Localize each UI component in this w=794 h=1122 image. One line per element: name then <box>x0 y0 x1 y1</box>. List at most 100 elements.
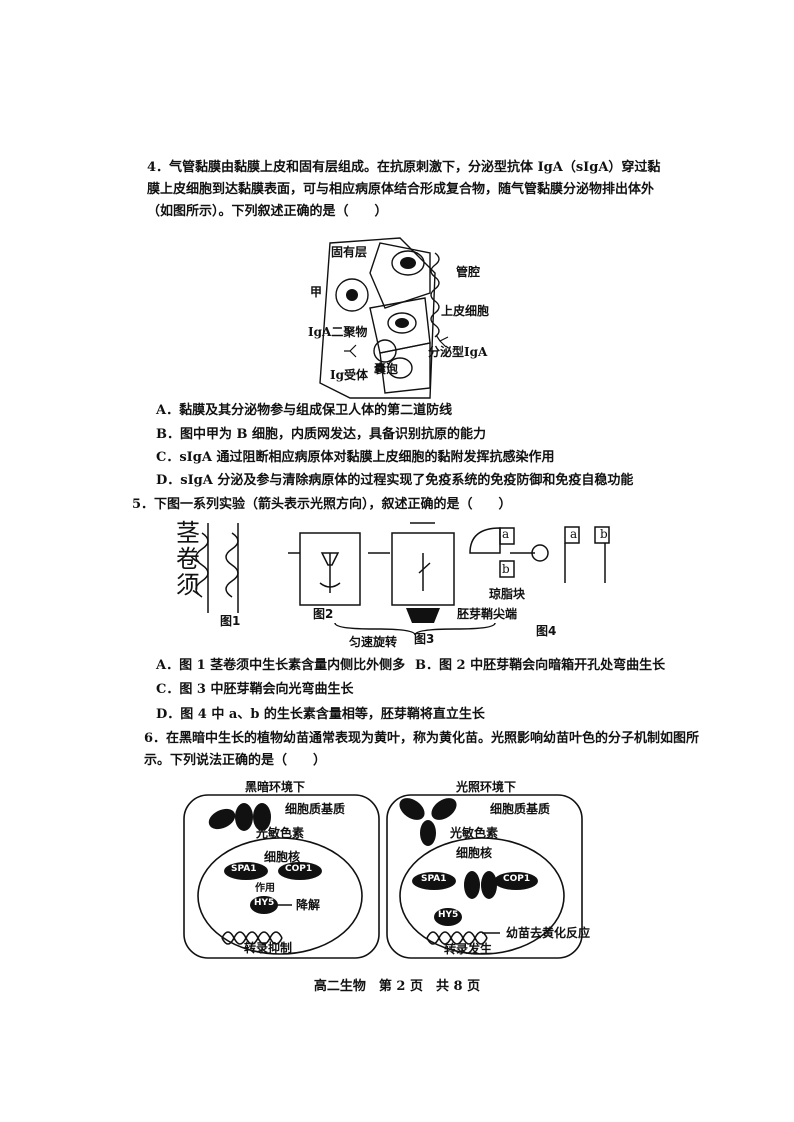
dark-box-fig3 <box>391 532 455 606</box>
nucleus-light <box>399 837 565 955</box>
dark-box-fig2 <box>299 532 361 606</box>
label-secretory-iga: 分泌型IgA <box>428 345 488 359</box>
dna-dark <box>221 931 283 940</box>
nucleus-dark <box>197 837 363 955</box>
spa1-light <box>412 872 456 890</box>
q5-option-d: D．图 4 中 a、b 的生长素含量相等，胚芽鞘将直立生长 <box>156 707 485 722</box>
label-tendril-3: 须 <box>176 571 200 599</box>
label-tendril-2: 卷 <box>176 545 200 573</box>
vesicle <box>373 339 397 363</box>
label-ig-receptor: Ig受体 <box>330 368 369 382</box>
label-cop1-light: COP1 <box>503 874 531 884</box>
label-light-env: 光照环境下 <box>456 780 517 794</box>
tendril-stems <box>207 523 239 613</box>
label-spa1-dark: SPA1 <box>231 864 257 874</box>
epithelial-cell-bottom <box>379 342 431 394</box>
microvilli <box>430 252 440 338</box>
q5-stem: 5．下图一系列实验（箭头表示光照方向），叙述正确的是（ ） <box>132 497 512 512</box>
label-nucleus-dark: 细胞核 <box>264 850 301 864</box>
tendril-coil-1 <box>195 532 209 598</box>
label-cop1-dark: COP1 <box>285 864 313 874</box>
agar-block-a-2 <box>564 526 580 544</box>
phytochrome-light-2 <box>431 798 457 820</box>
q4-option-c: C．sIgA 通过阻断相应病原体对黏膜上皮细胞的黏附发挥抗感染作用 <box>156 450 555 465</box>
label-hy5-dark: HY5 <box>254 898 275 908</box>
tendril-coil-2 <box>225 532 239 598</box>
nucleus-1 <box>391 250 425 276</box>
dna-light <box>426 931 488 940</box>
label-vesicle: 囊泡 <box>374 362 399 376</box>
label-spa1-light: SPA1 <box>421 874 447 884</box>
cell-light <box>386 794 583 959</box>
lamina-propria-outline <box>319 237 436 399</box>
agar-block-b <box>499 560 515 578</box>
label-b-right: b <box>600 527 608 541</box>
q4-option-a: A．黏膜及其分泌物参与组成保卫人体的第二道防线 <box>156 403 453 418</box>
q5-option-a: A．图 1 茎卷须中生长素含量内侧比外侧多 <box>156 658 406 673</box>
label-cytoplasm-light: 细胞质基质 <box>490 802 551 816</box>
label-degrade: 降解 <box>296 898 321 912</box>
phytochrome-nucleus-2 <box>481 871 497 899</box>
label-phytochrome-dark: 光敏色素 <box>256 826 305 840</box>
q5-figure <box>195 522 610 636</box>
q5-option-b: B．图 2 中胚芽鞘会向暗箱开孔处弯曲生长 <box>415 658 666 673</box>
secretory-iga-mark <box>435 334 449 348</box>
page-footer: 高二生物 第 2 页 共 8 页 <box>313 979 481 994</box>
cell-jia <box>335 278 369 312</box>
hy5-dark <box>250 896 278 914</box>
label-jia: 甲 <box>310 285 323 299</box>
q4-option-d: D．sIgA 分泌及参与清除病原体的过程实现了免疫系统的免疫防御和免疫自稳功能 <box>156 473 634 488</box>
cop1-dark <box>278 862 322 880</box>
nucleus-2 <box>387 312 417 334</box>
rotation-base-fig3 <box>406 608 440 623</box>
label-phytochrome-light: 光敏色素 <box>450 826 499 840</box>
rotate-brace <box>334 622 496 636</box>
label-a-left: a <box>502 527 510 541</box>
label-occurs: 转录发生 <box>444 942 493 956</box>
phytochrome-dark-1 <box>208 808 236 830</box>
hy5-light <box>434 908 462 926</box>
coleoptiles-fig4 <box>564 543 606 583</box>
phytochrome-dark-2 <box>235 803 253 831</box>
label-rotate: 匀速旋转 <box>349 635 398 649</box>
q6-figure <box>183 794 583 959</box>
cop1-light <box>494 872 538 890</box>
phytochrome-dark-3 <box>253 803 271 831</box>
label-lamina-propria: 固有层 <box>331 245 368 259</box>
label-epithelial-cell: 上皮细胞 <box>441 304 490 318</box>
label-fig4: 图4 <box>536 624 557 638</box>
phytochrome-light-1 <box>399 798 425 820</box>
agar-block-a <box>499 527 515 545</box>
label-cytoplasm-dark: 细胞质基质 <box>285 802 346 816</box>
ig-receptor-mark <box>344 344 357 358</box>
q5-option-c: C．图 3 中胚芽鞘会向光弯曲生长 <box>156 682 354 697</box>
agar-block-b-2 <box>594 526 610 544</box>
label-fig1: 图1 <box>220 614 241 628</box>
q4-stem: 4．气管黏膜由黏膜上皮和固有层组成。在抗原刺激下，分泌型抗体 IgA（sIgA）… <box>147 160 661 219</box>
q6-stem: 6．在黑暗中生长的植物幼苗通常表现为黄叶，称为黄化苗。光照影响幼苗叶色的分子机制… <box>144 731 700 768</box>
label-iga-dimer: IgA二聚物 <box>308 325 368 339</box>
coleoptile-fig3 <box>418 553 431 591</box>
label-a-right: a <box>570 527 578 541</box>
label-action: 作用 <box>255 883 275 894</box>
label-dark-env: 黑暗环境下 <box>245 780 306 794</box>
label-b-left: b <box>502 562 510 576</box>
rotation-fig2 <box>319 582 341 588</box>
q4-option-b: B．图中甲为 B 细胞，内质网发达，具备识别抗原的能力 <box>156 427 487 442</box>
label-coleoptile-tip: 胚芽鞘尖端 <box>457 607 518 621</box>
label-fig3: 图3 <box>414 632 435 646</box>
phytochrome-nucleus-1 <box>464 871 480 899</box>
label-lumen: 管腔 <box>456 265 481 279</box>
q4-figure <box>319 237 449 399</box>
rotation-circle-fig4 <box>531 544 549 562</box>
label-tendril-1: 茎 <box>176 519 200 547</box>
label-repression: 转录抑制 <box>244 941 293 955</box>
label-agar-block: 琼脂块 <box>489 587 526 601</box>
coleoptile-tip-fig4 <box>469 527 501 554</box>
label-fig2: 图2 <box>313 607 334 621</box>
phytochrome-light-3 <box>420 820 436 846</box>
cell-dark <box>183 794 380 959</box>
nucleus-3 <box>387 357 413 379</box>
spa1-dark <box>224 862 268 880</box>
label-hy5-light: HY5 <box>438 910 459 920</box>
